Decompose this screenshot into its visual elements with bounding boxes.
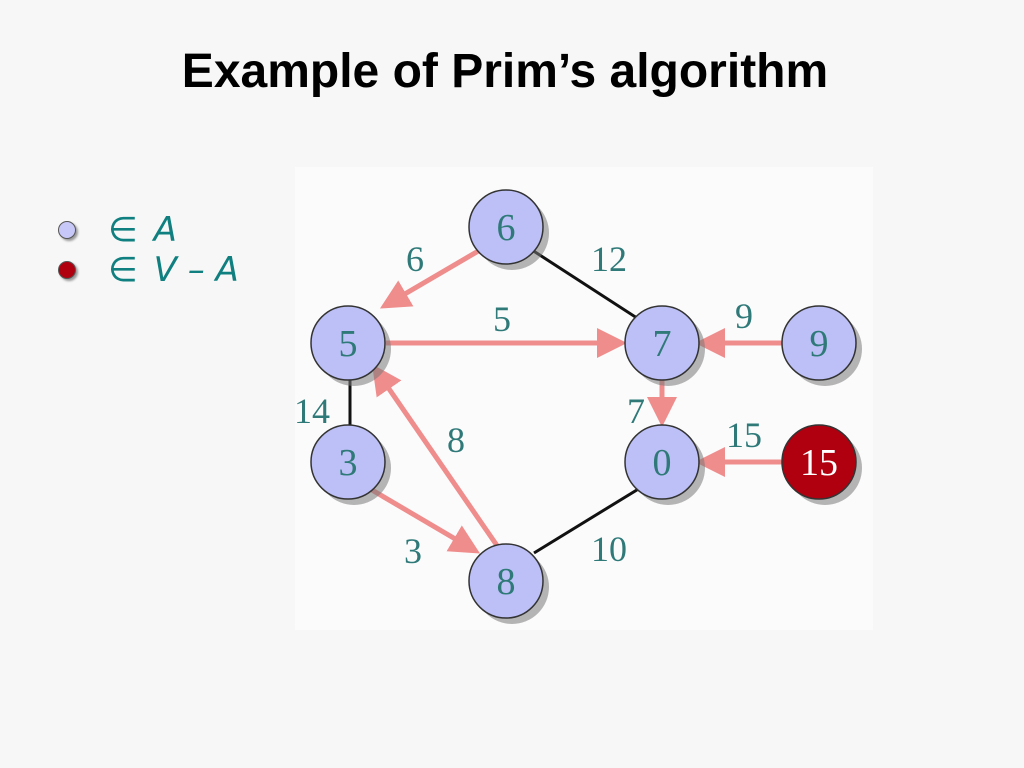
edge-weight-8-0: 10 <box>591 529 627 569</box>
legend-label: A <box>153 210 177 250</box>
node-label: 3 <box>339 442 358 484</box>
graph-node: 6 <box>468 189 549 270</box>
element-of-symbol: ∈ <box>108 210 138 250</box>
edge-weight-5-3: 14 <box>294 391 330 431</box>
graph-node: 5 <box>310 305 391 386</box>
slide-title: Example of Prim’s algorithm <box>181 45 829 98</box>
node-label: 8 <box>497 561 516 603</box>
dark-red-node-dot-icon <box>58 261 76 279</box>
graph-node: 15 <box>781 424 862 505</box>
graph-node: 8 <box>468 543 549 624</box>
legend-label: V – A <box>153 250 239 290</box>
legend-text: ∈A <box>108 210 177 250</box>
edge-weight-6-7: 12 <box>591 239 627 279</box>
edge-weight-6-5: 6 <box>406 239 424 279</box>
graph-node: 0 <box>624 424 705 505</box>
light-node-dot-icon <box>58 221 76 239</box>
edge-weight-3-8: 3 <box>404 531 422 571</box>
graph-node: 9 <box>781 305 862 386</box>
element-of-symbol: ∈ <box>108 250 138 290</box>
edge-8-0 <box>533 486 641 555</box>
node-label: 0 <box>653 442 672 484</box>
node-label: 7 <box>653 323 672 365</box>
legend-text: ∈ V – A <box>108 250 239 290</box>
edge-6-7 <box>531 248 638 320</box>
node-label: 9 <box>810 323 829 365</box>
graph-node: 7 <box>624 305 705 386</box>
edge-weight-8-5: 8 <box>447 420 465 460</box>
edge-6-5 <box>379 247 482 309</box>
edge-3-8 <box>370 487 481 554</box>
node-label: 15 <box>800 442 838 484</box>
node-label: 5 <box>339 323 358 365</box>
edge-weight-9-7: 9 <box>735 296 753 336</box>
edge-weight-15-0: 15 <box>726 415 762 455</box>
edge-weight-5-7: 5 <box>493 299 511 339</box>
edge-weight-7-0: 7 <box>627 391 645 431</box>
edge-8-5 <box>372 364 501 549</box>
node-label: 6 <box>497 207 516 249</box>
graph-node: 3 <box>310 424 391 505</box>
graph-panel <box>295 167 873 630</box>
